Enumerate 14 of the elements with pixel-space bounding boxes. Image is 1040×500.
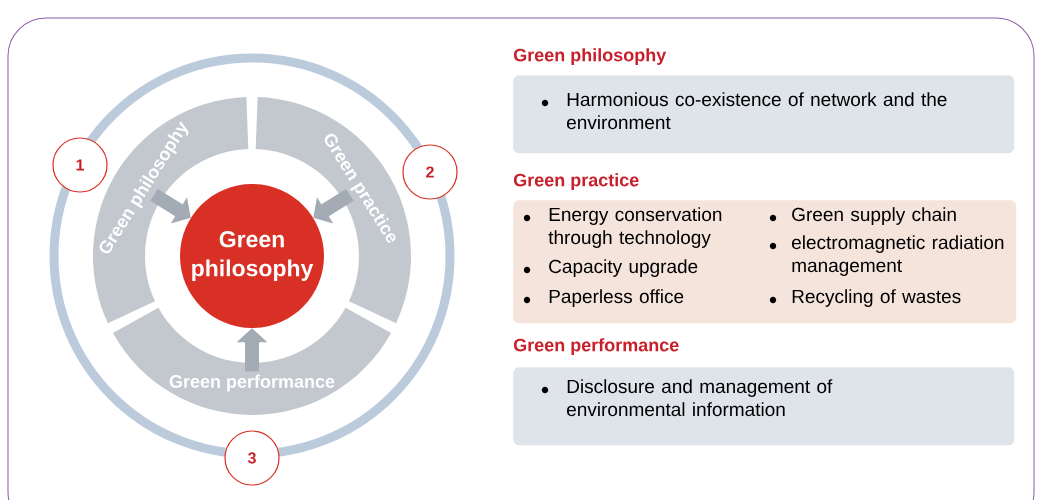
list-item: Energy conservation through technology — [548, 207, 722, 248]
section-heading: Green philosophy — [513, 48, 667, 65]
list-item: Green supply chain — [792, 207, 956, 225]
section-heading: Green performance — [513, 338, 679, 355]
list-item: Capacity upgrade — [549, 259, 698, 277]
ring-segment: Green performance — [112, 307, 392, 415]
section-heading: Green practice — [513, 173, 639, 190]
list-item: Paperless office — [549, 289, 684, 307]
node-label: 3 — [247, 452, 256, 464]
list-item: Disclosure and management of environmental information — [567, 379, 833, 417]
list-item: Harmonious co-existence of network and the environment — [567, 92, 947, 130]
arrow — [313, 188, 354, 224]
list-item: Recycling of wastes — [792, 289, 961, 307]
list-item: electromagnetic radiation management — [792, 235, 1004, 276]
